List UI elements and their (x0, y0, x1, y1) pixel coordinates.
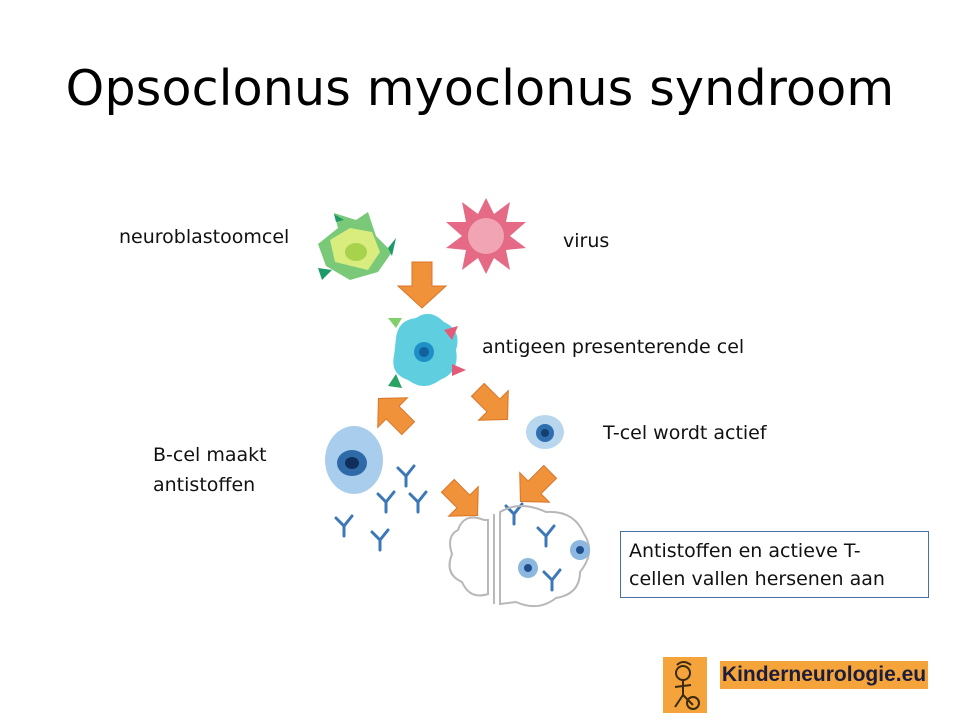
b-cell (325, 426, 383, 494)
arrow-bcell-to-brain (440, 478, 479, 517)
callout-line1: Antistoffen en actieve T- (629, 540, 861, 562)
label-tcell: T-cel wordt actief (603, 422, 767, 444)
label-neuroblastoma: neuroblastoomcel (119, 226, 290, 248)
callout-box: Antistoffen en actieve T- cellen vallen … (620, 531, 929, 598)
label-bcell-line2: antistoffen (153, 474, 256, 496)
label-bcell-line1: B-cel maakt (153, 444, 267, 466)
arrow-to-tcell (470, 382, 509, 421)
brand-name[interactable]: Kinderneurologie.eu (720, 661, 928, 689)
arrow-to-bcell (377, 397, 416, 436)
label-virus: virus (563, 230, 610, 252)
label-apc: antigeen presenterende cel (482, 336, 745, 358)
t-cell (526, 415, 564, 449)
arrow-down (396, 261, 448, 309)
neuroblastoma-cell (318, 212, 396, 280)
arrow-tcell-to-brain (519, 464, 558, 503)
slide-title: Opsoclonus myoclonus syndroom (65, 60, 895, 117)
antigen-presenting-cell (388, 313, 466, 388)
callout-line2: cellen vallen hersenen aan (629, 568, 885, 590)
brand-logo-icon (663, 657, 707, 713)
virus (446, 198, 526, 274)
brain (448, 505, 591, 608)
